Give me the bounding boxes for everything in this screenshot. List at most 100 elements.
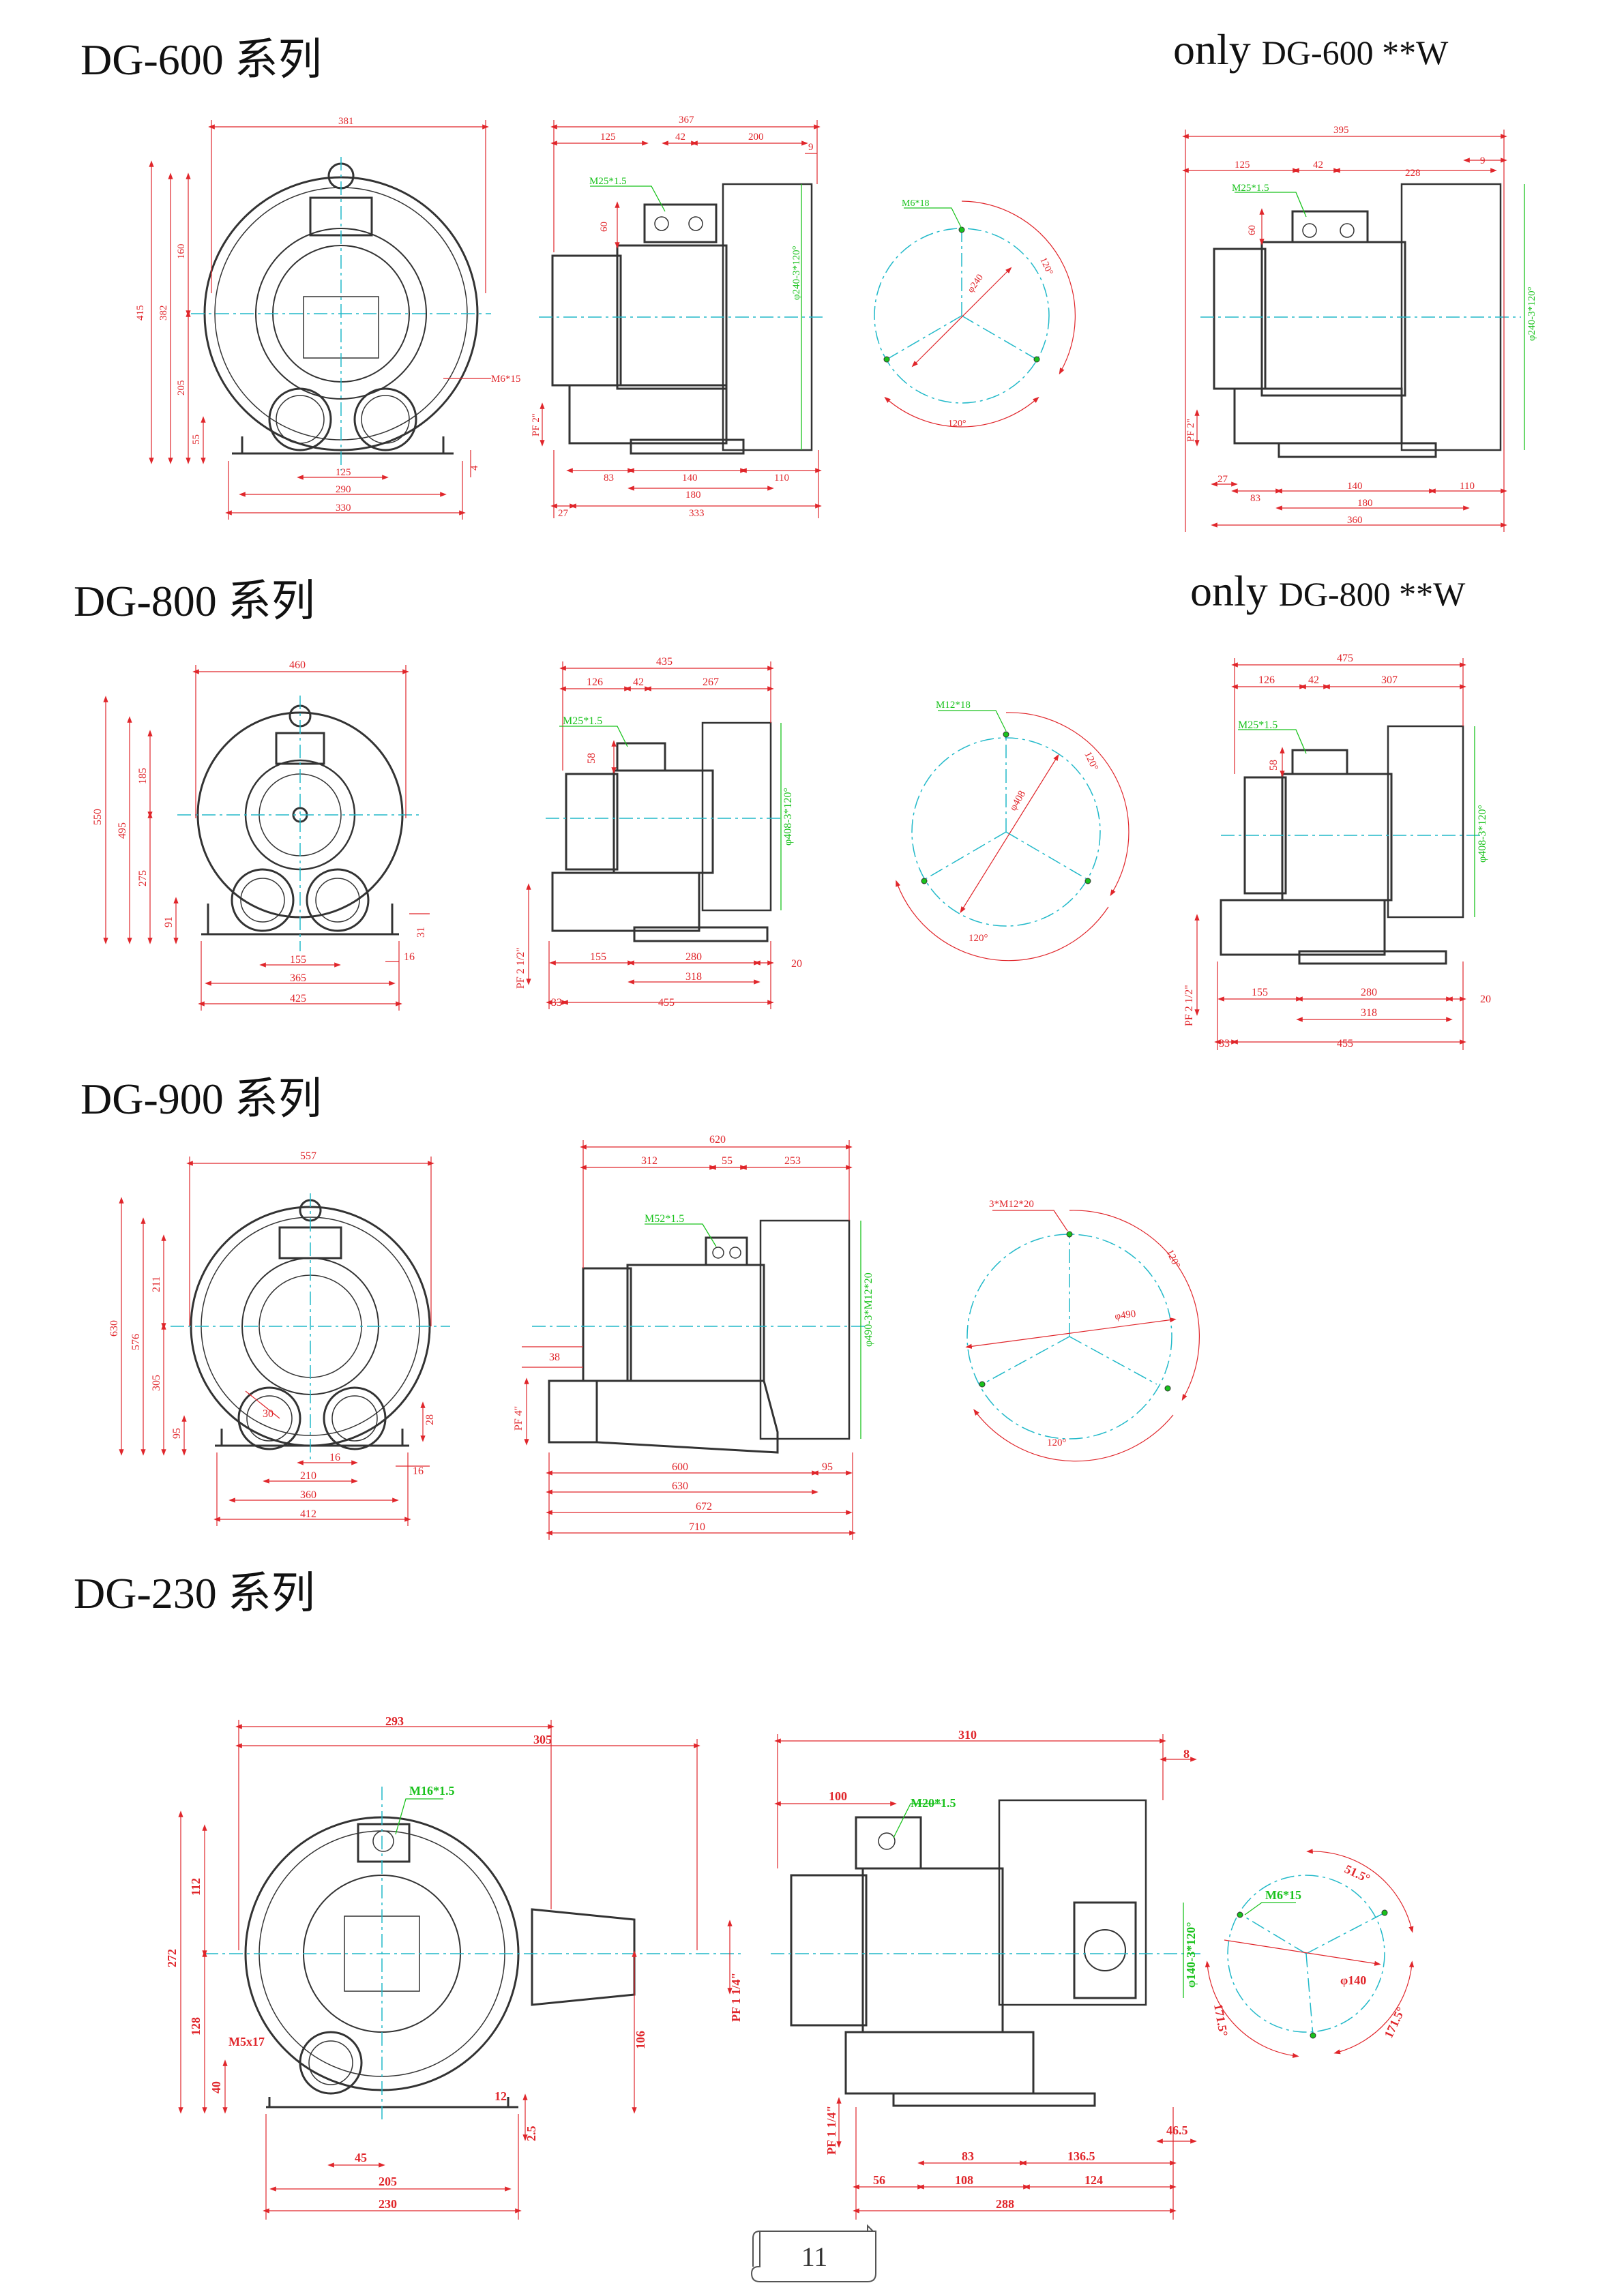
dg230-side-l8: 8 (1183, 1747, 1190, 1761)
dg900-front-c30: 30 (263, 1408, 274, 1420)
dg230-front-labels: 293 305 M16*1.5 272 112 128 40 M5x17 106… (165, 1714, 743, 2211)
dg600-side-pf: PF 2" (531, 413, 542, 436)
dg900-side-b600: 600 (672, 1461, 688, 1473)
dg800w-side-view (1220, 725, 1464, 965)
dg600-side-l42: 42 (675, 132, 685, 143)
dg230-front-green (395, 1798, 443, 1835)
dg900-side-l253: 253 (784, 1155, 801, 1167)
dg900-flange-labels: 3*M12*20 φ490 120° 120° (989, 1199, 1182, 1448)
dg900-front-centerlines (171, 1193, 450, 1459)
dg900-front-h211: 211 (151, 1277, 162, 1292)
dg230-front-port: M16*1.5 (409, 1784, 455, 1798)
title-dg600: DG-600 系列 (80, 35, 322, 84)
dg800-front-dimensions (103, 665, 430, 1011)
dg600-front-width: 381 (338, 116, 354, 127)
dg900-side-b710: 710 (689, 1521, 705, 1533)
dg800-flange-labels: M12*18 φ408 120° 120° (936, 700, 1100, 944)
dg800-side-b20: 20 (791, 958, 802, 970)
dg900-side-port: M52*1.5 (645, 1213, 684, 1225)
dg800-side-length: 435 (656, 656, 673, 668)
title-dg800w: only DG-800 **W (1190, 566, 1465, 616)
dg800-flange-angle-a: 120° (1082, 750, 1100, 773)
dg230-flange-a1715-l: 171.5° (1211, 2003, 1230, 2037)
dg800-side-l126: 126 (587, 676, 603, 688)
dg600w-l125: 125 (1235, 160, 1250, 170)
dg600-front-labels: 381 415 382 160 205 55 M6*15 125 290 330… (135, 116, 520, 513)
dg800-side-b455: 455 (658, 997, 675, 1009)
dg900-front-r28: 28 (424, 1414, 436, 1425)
dg800w-b455: 455 (1337, 1038, 1353, 1049)
dg800-front-w365: 365 (290, 972, 306, 984)
dg800-front-h275: 275 (137, 870, 149, 886)
dg600-side-l9: 9 (808, 142, 814, 153)
dg600-side-view (551, 183, 813, 455)
dg800w-side-dimensions (1194, 658, 1466, 1050)
dg230-flange-labels: M6*15 φ140 51.5° 171.5° 171.5° (1211, 1862, 1408, 2040)
dg230-side-length: 310 (958, 1728, 977, 1742)
dg230-front-bolt: M5x17 (228, 2035, 265, 2048)
dg600w-b27: 27 (1217, 474, 1228, 485)
title-dg230: DG-230 系列 (74, 1569, 315, 1617)
dg800-side-l42: 42 (633, 676, 644, 688)
dg600-side-b83: 83 (604, 473, 614, 483)
dg600w-b360: 360 (1347, 515, 1363, 526)
dg230-side-pcd: φ140-3*120° (1184, 1922, 1198, 1988)
dg800w-l307: 307 (1381, 674, 1398, 686)
dg800w-length: 475 (1337, 653, 1353, 664)
dg230-front-h272: 272 (165, 1949, 179, 1967)
dg800-side-b318: 318 (685, 971, 702, 983)
dg800w-b33: 33 (1219, 1038, 1230, 1049)
dg600-front-dimensions (149, 120, 491, 520)
dg800w-b20: 20 (1480, 994, 1491, 1005)
dg600-side-b333: 333 (689, 508, 705, 519)
dg900-front-h305: 305 (151, 1375, 162, 1391)
dg600-front-w125: 125 (336, 467, 351, 478)
dg800w-h58: 58 (1268, 760, 1280, 771)
dg900-side-b95: 95 (822, 1461, 833, 1473)
title-dg600w-model: DG-600 **W (1261, 33, 1449, 72)
dg230-front-pf: PF 1 1/4" (729, 1973, 743, 2022)
dg230-flange-pcd: φ140 (1340, 1973, 1366, 1987)
dg800w-pcd: φ408-3*120° (1477, 805, 1488, 863)
dg230-flange-bolt: M6*15 (1265, 1888, 1301, 1902)
dg800-front-r31: 31 (415, 927, 427, 938)
dg230-side-labels: 310 8 100 M20*1.5 φ140-3*120° PF 1 1/4" … (825, 1728, 1198, 2211)
dg600w-pcd: φ240-3*120° (1526, 286, 1537, 341)
title-dg800w-prefix: only (1190, 567, 1268, 615)
dg600w-b140: 140 (1347, 481, 1363, 492)
dg600-front-height: 415 (135, 305, 146, 321)
dg230-side-b108: 108 (955, 2173, 973, 2187)
dg600-front-h55: 55 (191, 434, 202, 445)
dg800-front-r16: 16 (404, 951, 415, 963)
dg600-front-w330: 330 (336, 503, 351, 513)
dg900-side-length: 620 (709, 1134, 726, 1146)
dg900-side-h38: 38 (549, 1352, 560, 1363)
dg600-front-h160: 160 (176, 244, 187, 260)
dg600w-l9: 9 (1480, 155, 1486, 166)
dg600-side-b140: 140 (682, 473, 698, 483)
dg800w-side-green (1238, 726, 1475, 917)
dg600-side-l125: 125 (600, 132, 616, 143)
dg600-flange-pcd: φ240 (966, 273, 986, 295)
dg600w-l228: 228 (1405, 168, 1421, 179)
dg900-front-dimensions (119, 1157, 434, 1526)
dg800-flange-angle-b: 120° (969, 933, 988, 944)
dg800-side-port: M25*1.5 (563, 715, 602, 727)
dg800w-b318: 318 (1361, 1007, 1377, 1019)
dg230-flange (1205, 1849, 1415, 2058)
title-dg600w: only DG-600 **W (1173, 25, 1448, 75)
dg600w-side-dimensions (1182, 130, 1507, 532)
dg800-side-l267: 267 (703, 676, 719, 688)
dg900-flange-angle-a: 120° (1164, 1248, 1182, 1270)
dg900-side-view (548, 1219, 851, 1454)
dg600-flange-angle-b: 120° (948, 419, 966, 429)
dg800w-side-labels: 475 126 42 307 M25*1.5 58 φ408-3*120° PF… (1183, 653, 1491, 1049)
dg230-side-b288: 288 (996, 2197, 1014, 2211)
dg600-front-centerlines (191, 157, 491, 471)
dg900-front-width: 557 (300, 1150, 316, 1162)
dg800w-l42: 42 (1308, 674, 1319, 686)
dg900-front-w360: 360 (300, 1489, 316, 1501)
dg800-front-w155: 155 (290, 954, 306, 966)
dg800-side-h58: 58 (586, 753, 597, 764)
dg800-front-centerlines (177, 696, 423, 951)
